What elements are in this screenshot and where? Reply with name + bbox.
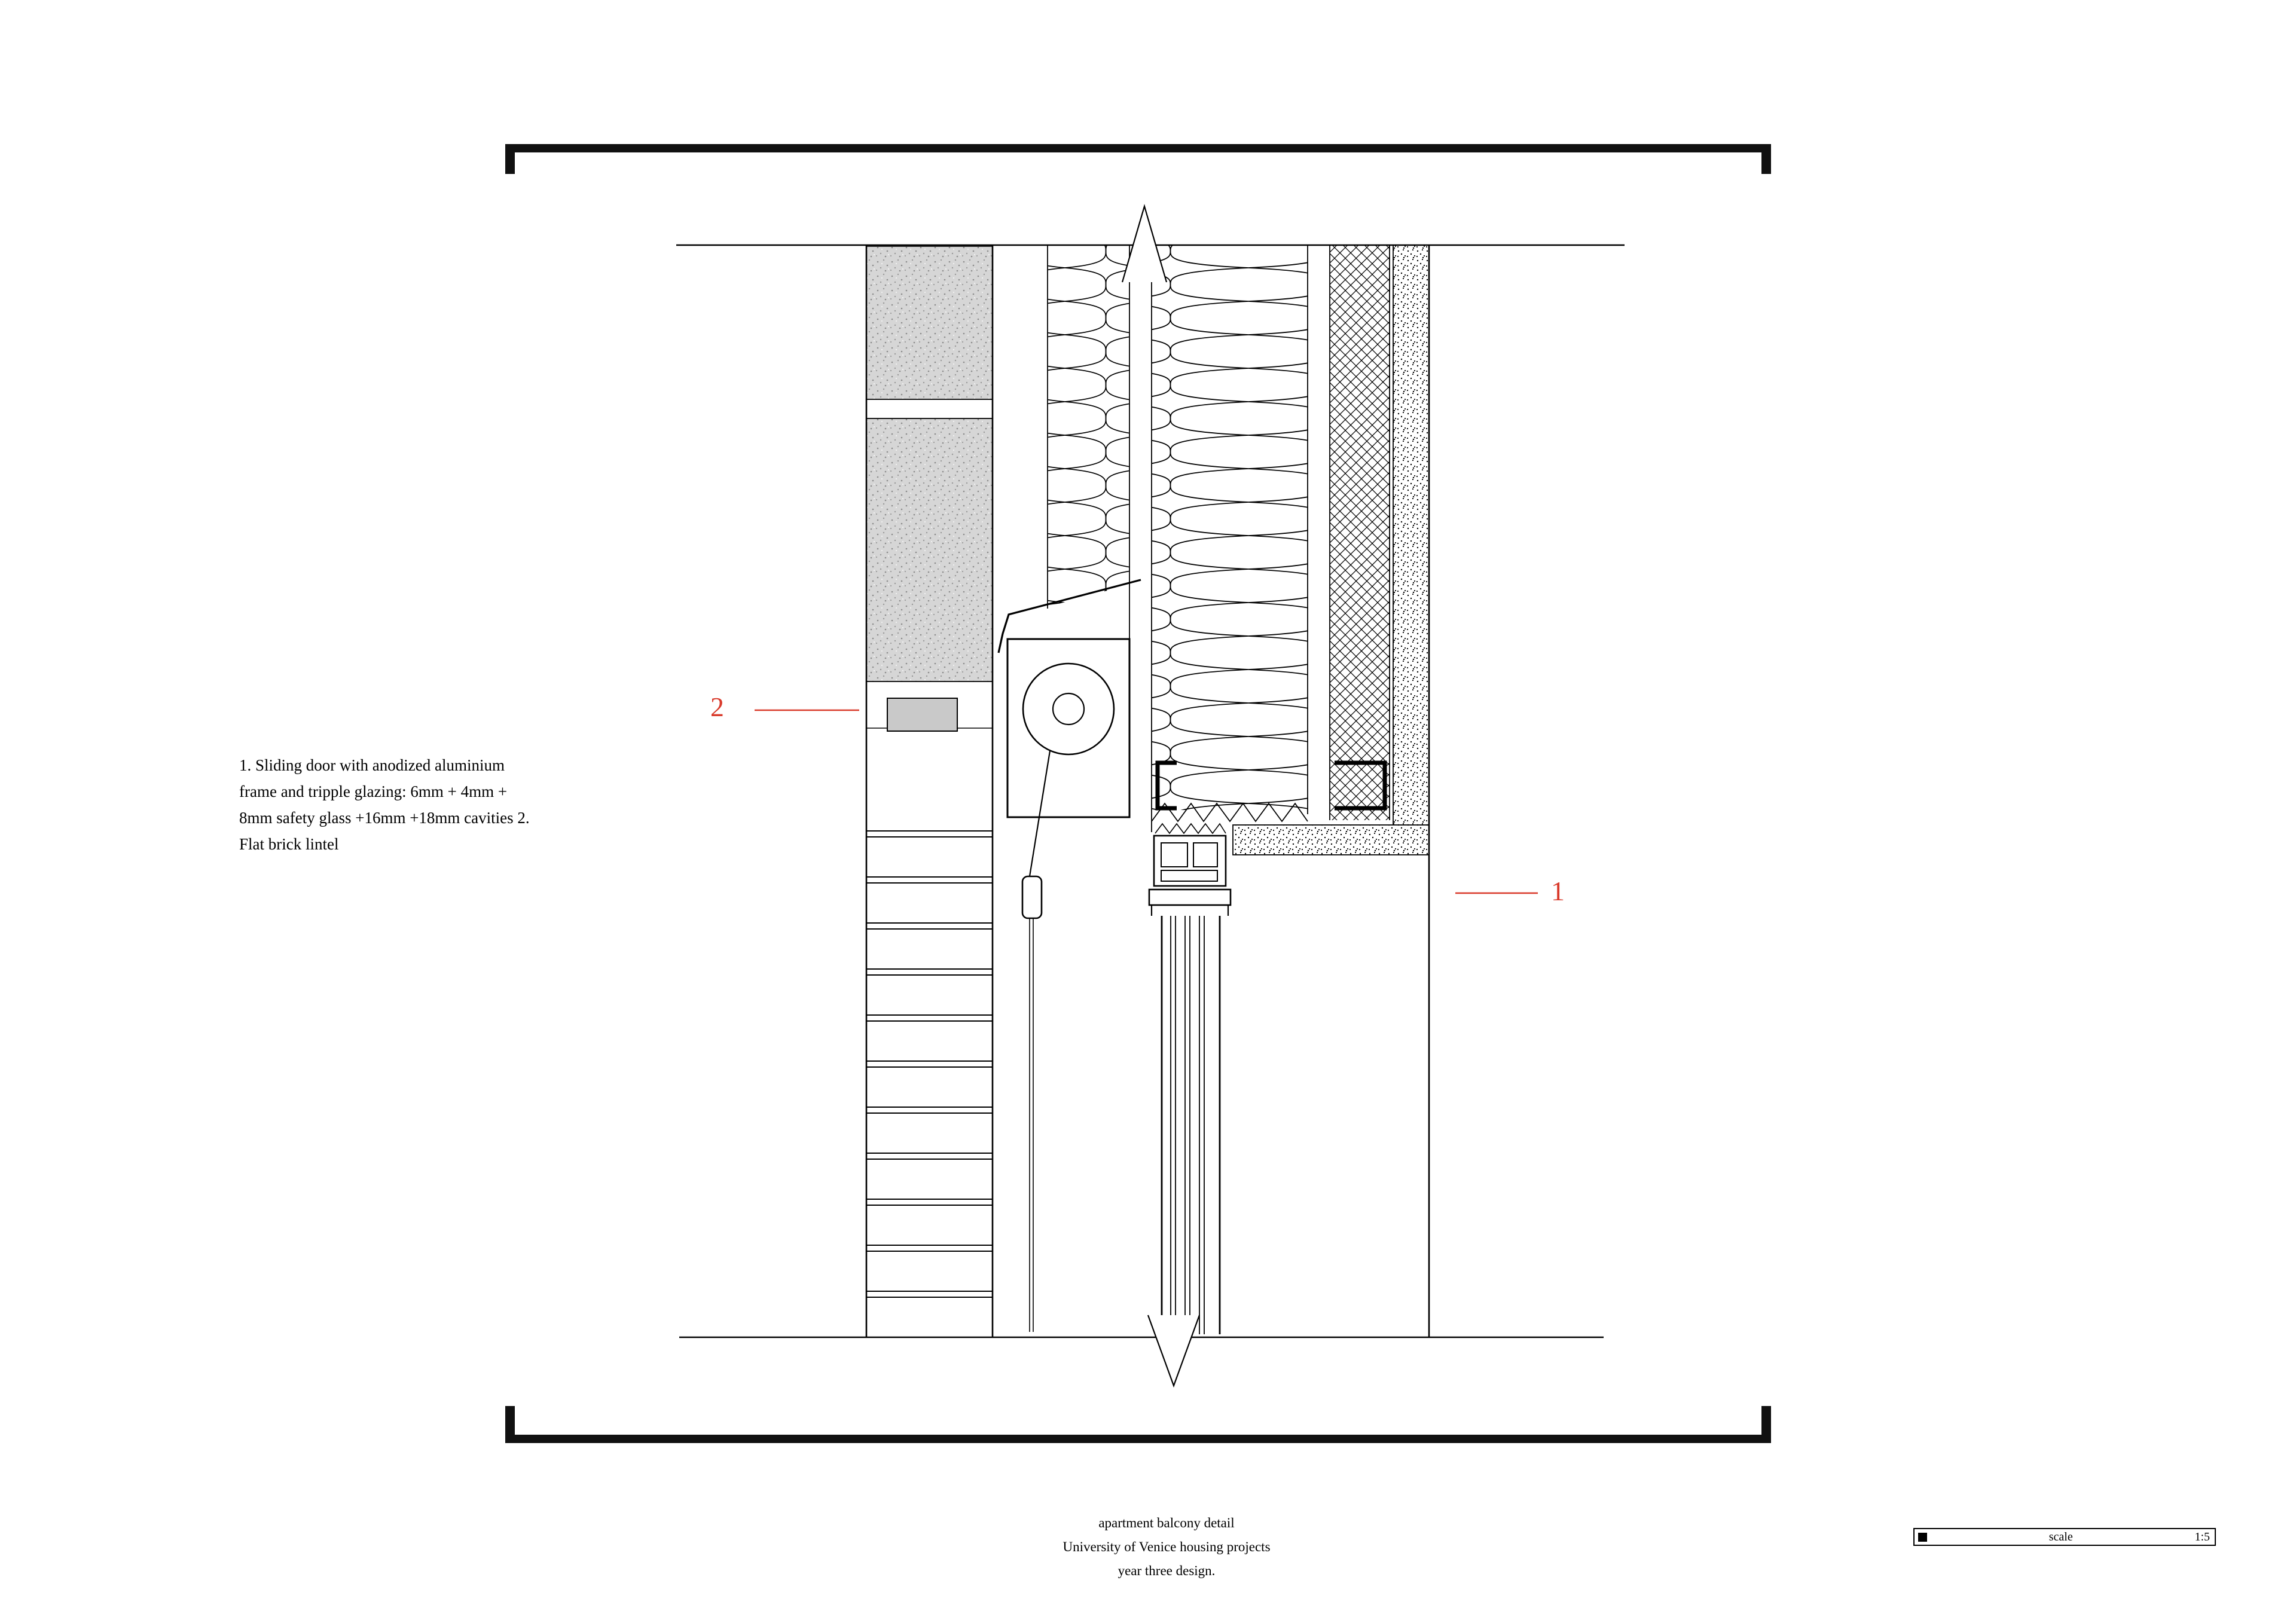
frame-head-plate <box>1148 888 1232 906</box>
leader-lines <box>755 709 1538 894</box>
scale-label: scale <box>2048 1530 2073 1543</box>
glazing <box>1161 916 1221 1334</box>
callout-door: 1 <box>1551 876 1565 906</box>
steel-channel-right <box>1335 760 1387 811</box>
insulation-layers <box>1047 245 1308 832</box>
steel-channel-left <box>1155 760 1177 811</box>
annotation-note: 1. Sliding door with anodized aluminium … <box>239 752 530 857</box>
scale-ratio: 1:5 <box>2194 1530 2210 1543</box>
section-cut-lines <box>676 244 1625 1338</box>
scale-bar-swatch <box>1918 1532 1927 1542</box>
title-block: apartment balcony detail University of V… <box>927 1511 1406 1583</box>
crop-marks <box>505 144 1771 1443</box>
batt-insulation-inner <box>1048 245 1129 607</box>
rigid-insulation-board <box>1330 245 1390 820</box>
roller-blind <box>997 579 1141 1332</box>
render-soffit-band <box>1232 824 1430 855</box>
annotation-note-line: 8mm safety glass +16mm +18mm cavities 2. <box>239 809 530 827</box>
door-frame <box>1148 760 1387 916</box>
batt-insulation-main <box>1152 245 1308 810</box>
external-leaf <box>1232 245 1430 1337</box>
flashing <box>997 579 1141 653</box>
masonry-wall <box>865 245 994 1337</box>
callout-lintel: 2 <box>710 692 724 722</box>
render-layer <box>1393 245 1429 855</box>
annotation-note-line: frame and tripple glazing: 6mm + 4mm + <box>239 783 508 800</box>
annotation-note-line: 1. Sliding door with anodized aluminium <box>239 756 505 774</box>
blind-bottom-bar <box>1021 875 1043 919</box>
flat-brick-lintel <box>887 698 958 732</box>
blind-tape <box>1028 750 1051 877</box>
drawing-title: apartment balcony detail <box>1098 1515 1235 1530</box>
project-name: University of Venice housing projects <box>1062 1539 1271 1554</box>
break-marks <box>1121 204 1201 1388</box>
annotation-note-line: Flat brick lintel <box>239 835 339 853</box>
scale-bar: scale 1:5 <box>1913 1528 2216 1546</box>
project-year: year three design. <box>1118 1563 1216 1578</box>
